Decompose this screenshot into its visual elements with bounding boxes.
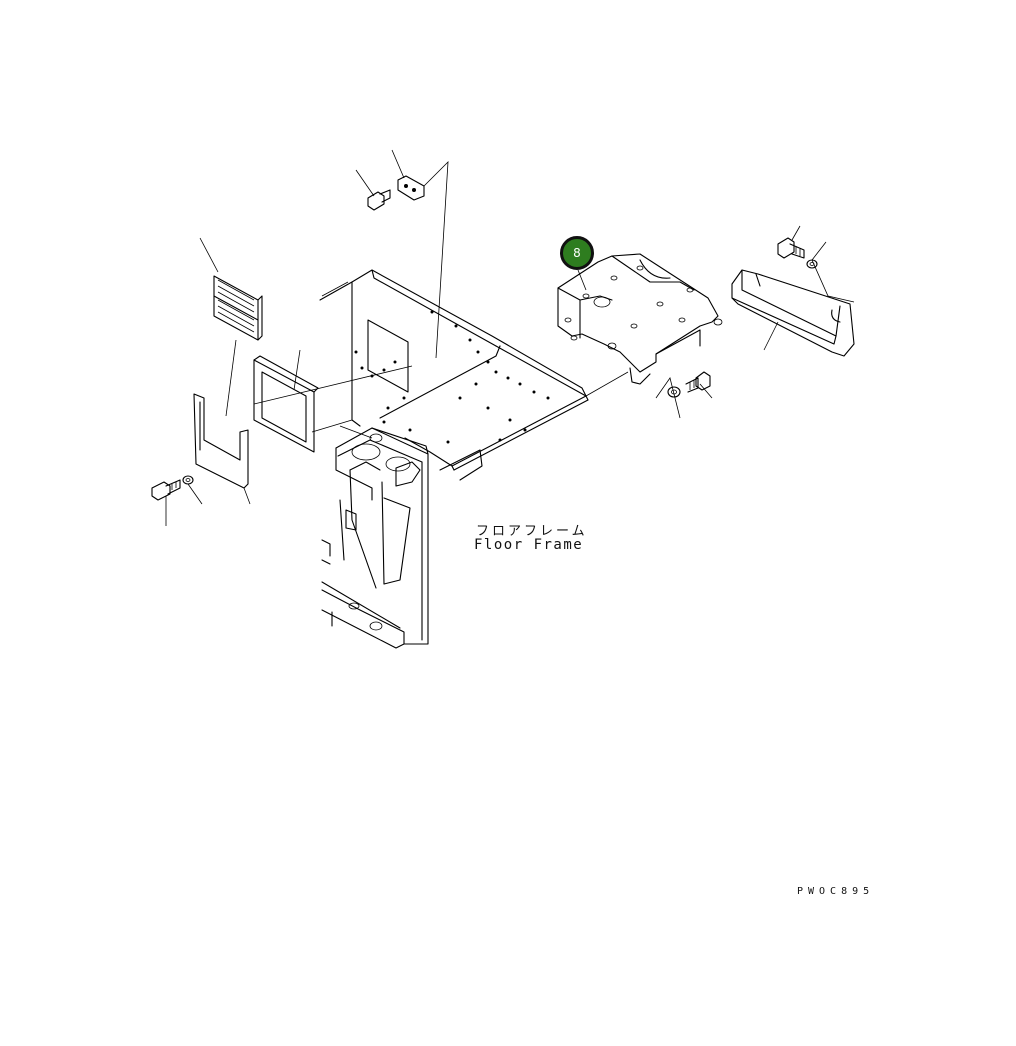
- right-washer-top: [806, 259, 818, 269]
- right-bolt-bottom: [685, 371, 711, 393]
- callout-badge[interactable]: 8: [560, 236, 594, 270]
- mount-plate: [557, 253, 723, 385]
- part-label-jp: フロアフレーム: [476, 524, 588, 539]
- right-bolt-top: [777, 237, 805, 259]
- top-bolt: [367, 189, 391, 211]
- left-washer: [182, 475, 194, 485]
- floor-frame: [319, 269, 589, 649]
- frame-bolt-holes: [354, 310, 550, 444]
- callout-number: 8: [573, 246, 581, 260]
- leader-lines: [165, 149, 855, 526]
- right-washer-bottom: [667, 386, 681, 398]
- top-clip: [397, 175, 425, 201]
- part-label-en: Floor Frame: [474, 537, 584, 553]
- bracket: [193, 393, 249, 489]
- drawing-number: PWOC895: [797, 886, 875, 897]
- side-cover: [731, 269, 855, 357]
- filter-frame: [253, 355, 319, 453]
- left-bolt: [151, 479, 181, 501]
- filter-element: [213, 275, 263, 341]
